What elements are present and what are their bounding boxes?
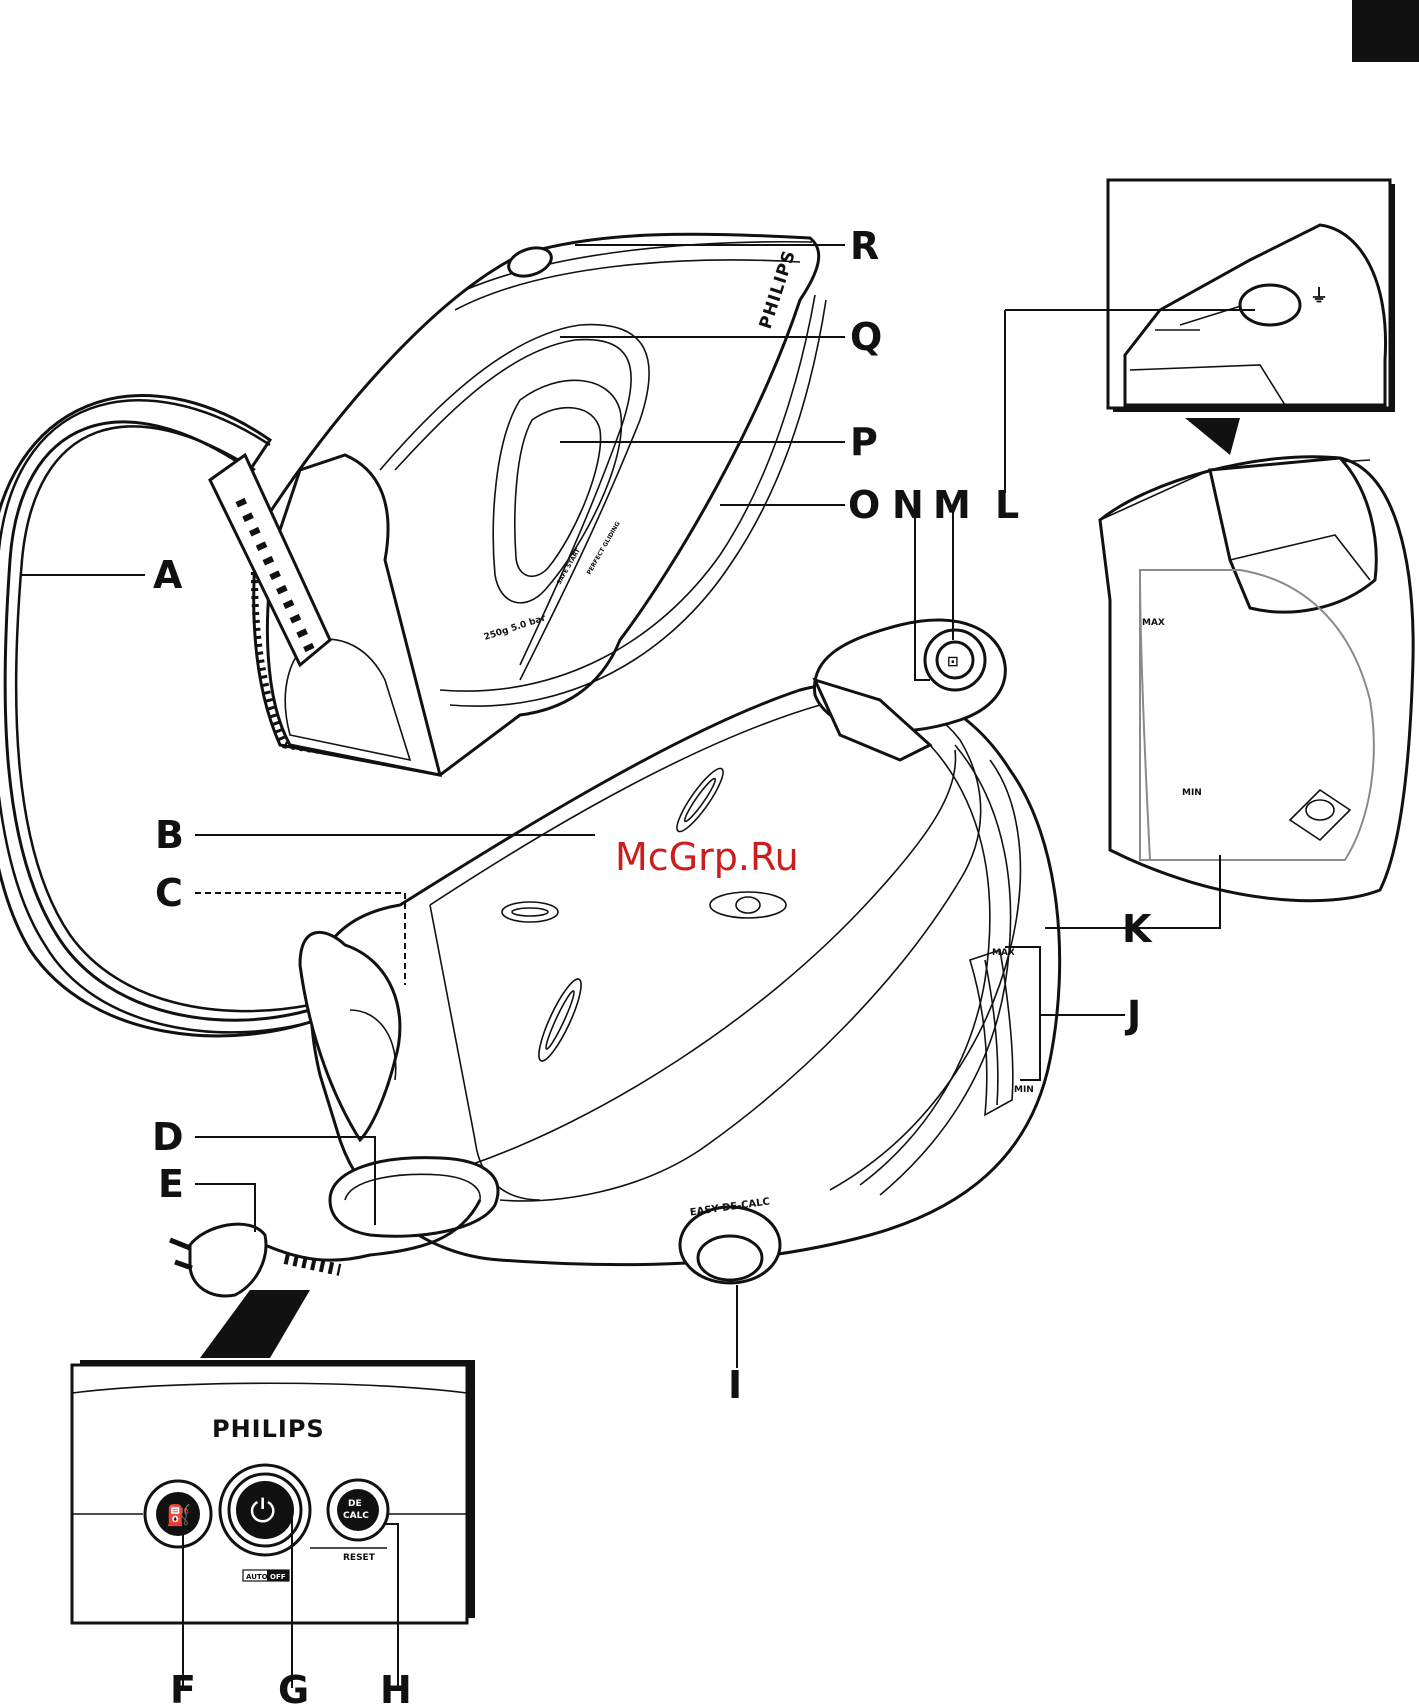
callout-k: K	[1122, 907, 1153, 951]
callout-b: B	[155, 813, 184, 857]
base-level-min: MIN	[1014, 1085, 1034, 1095]
callout-o: O	[848, 483, 880, 527]
callout-d: D	[152, 1115, 184, 1159]
callout-i: I	[728, 1363, 742, 1407]
callout-r: R	[850, 224, 879, 268]
callout-a: A	[153, 553, 183, 597]
decalc-button-line2: CALC	[343, 1511, 369, 1521]
water-tank: MAX MIN	[1100, 457, 1413, 901]
off-label: OFF	[270, 1573, 286, 1581]
callout-c: C	[155, 871, 183, 915]
callout-l: L	[995, 483, 1019, 527]
reset-label: RESET	[343, 1553, 376, 1563]
auto-label: AUTO	[246, 1573, 268, 1581]
zoom-wedge	[1185, 418, 1240, 455]
water-tap-icon: ⛽	[166, 1503, 191, 1527]
callout-g: G	[278, 1668, 309, 1707]
tank-inlet-detail: ⏚	[1108, 180, 1395, 412]
callout-h: H	[380, 1668, 412, 1707]
decalc-button-line1: DE	[348, 1499, 362, 1509]
base-level-max: MAX	[992, 948, 1015, 958]
panel-zoom-wedge	[200, 1290, 310, 1358]
tank-level-max: MAX	[1142, 618, 1165, 628]
callout-m: M	[933, 483, 971, 527]
tank-level-min: MIN	[1182, 788, 1202, 798]
page-corner-tab	[1352, 0, 1419, 62]
decalc-button[interactable]	[337, 1489, 379, 1531]
tank-fill-icon: ⏚	[1310, 286, 1328, 307]
callout-j: J	[1124, 993, 1141, 1037]
control-panel: PHILIPS ⛽ ⏻ DE CALC RESET AUTO OFF	[72, 1290, 475, 1623]
callout-n: N	[892, 483, 924, 527]
watermark: McGrp.Ru	[615, 835, 799, 879]
callout-f: F	[170, 1668, 196, 1707]
callout-p: P	[850, 420, 878, 464]
panel-brand-logo: PHILIPS	[212, 1415, 325, 1443]
callout-e: E	[158, 1162, 184, 1206]
power-icon: ⏻	[250, 1492, 275, 1530]
callout-q: Q	[850, 315, 882, 359]
lock-button-icon: ⊡	[947, 654, 959, 670]
